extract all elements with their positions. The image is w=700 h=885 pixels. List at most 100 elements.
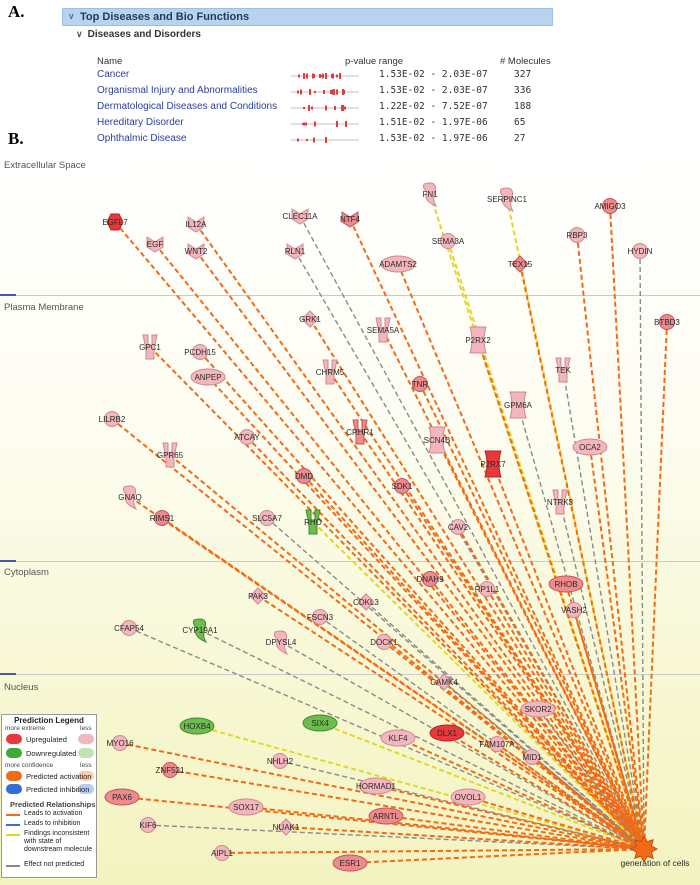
edge-hoxb4[interactable]: [196, 725, 645, 850]
molecule-node-vash2[interactable]: VASH2: [561, 602, 587, 618]
edge-gpc1[interactable]: [149, 346, 645, 850]
molecule-node-ntf4[interactable]: NTF4: [340, 211, 361, 228]
molecule-node-znf521[interactable]: ZNF521: [156, 762, 185, 778]
molecule-node-tnr[interactable]: TNR: [412, 376, 429, 392]
molecule-node-il12a[interactable]: IL12A: [186, 216, 208, 233]
molecule-node-grk1[interactable]: GRK1: [299, 310, 321, 328]
molecule-node-cav2[interactable]: CAV2: [448, 519, 469, 535]
edge-fam107a[interactable]: [496, 743, 645, 850]
edge-anpep[interactable]: [207, 376, 645, 850]
molecule-node-dnah9[interactable]: DNAH9: [416, 571, 444, 587]
target-function-node[interactable]: generation of cells: [621, 834, 690, 868]
edge-egf[interactable]: [154, 243, 645, 850]
molecule-node-rho[interactable]: RHO: [304, 509, 322, 535]
edge-sox17[interactable]: [245, 806, 645, 850]
edge-fn1[interactable]: [429, 193, 645, 850]
chevron-down-icon[interactable]: ∨: [76, 29, 83, 39]
molecule-node-hormad1[interactable]: HORMAD1: [356, 777, 397, 795]
molecule-node-dock1[interactable]: DOCK1: [370, 634, 398, 650]
molecule-node-camk4[interactable]: CAMK4: [430, 673, 458, 691]
edge-znf521[interactable]: [169, 769, 645, 850]
edge-ntrk3[interactable]: [559, 501, 645, 850]
edge-egfl7[interactable]: [114, 221, 645, 850]
disease-name-link[interactable]: Organismal Injury and Abnormalities: [97, 85, 258, 96]
molecule-node-aipl1[interactable]: AIPL1: [211, 845, 233, 861]
molecule-node-dmd[interactable]: DMD: [295, 468, 313, 484]
edge-chrm5[interactable]: [329, 371, 645, 850]
disease-name-link[interactable]: Hereditary Disorder: [97, 117, 184, 128]
edge-grk1[interactable]: [309, 318, 645, 850]
molecule-node-pcdh15[interactable]: PCDH15: [184, 344, 216, 360]
edge-pak3[interactable]: [257, 595, 645, 850]
molecule-node-gpc1[interactable]: GPC1: [139, 334, 161, 360]
molecule-node-cfap54[interactable]: CFAP54: [114, 620, 144, 636]
edge-tex15[interactable]: [519, 263, 645, 850]
molecule-node-dpysl4[interactable]: DPYSL4: [266, 630, 297, 656]
molecule-node-rln1[interactable]: RLN1: [285, 243, 306, 260]
edge-wnt2[interactable]: [195, 250, 645, 850]
edge-camk4[interactable]: [443, 681, 645, 850]
molecule-node-amigo3[interactable]: AMIGO3: [594, 198, 626, 214]
molecule-node-hoxb4[interactable]: HOXB4: [179, 717, 215, 735]
edge-pcdh15[interactable]: [199, 351, 645, 850]
edge-skor2[interactable]: [537, 708, 645, 850]
top-diseases-header[interactable]: ∨ Top Diseases and Bio Functions: [62, 8, 553, 26]
edge-sdk1[interactable]: [401, 485, 645, 850]
molecule-node-cyp19a1[interactable]: CYP19A1: [182, 618, 218, 644]
molecule-node-p2rx7[interactable]: P2RX7: [480, 450, 506, 478]
disease-name-link[interactable]: Dermatological Diseases and Conditions: [97, 101, 278, 112]
molecule-node-skor2[interactable]: SKOR2: [520, 700, 556, 718]
molecule-node-myo16[interactable]: MYO16: [106, 735, 134, 751]
molecule-node-gpr65[interactable]: GPR65: [157, 442, 184, 468]
edge-dpysl4[interactable]: [280, 641, 645, 850]
edge-cdkl3[interactable]: [365, 601, 645, 850]
molecule-node-hydin[interactable]: HYDIN: [628, 243, 653, 259]
molecule-node-clec11a[interactable]: CLEC11A: [283, 208, 319, 225]
edge-vash2[interactable]: [573, 609, 645, 850]
edge-arntl[interactable]: [385, 815, 645, 850]
edge-ovol1[interactable]: [467, 796, 645, 850]
molecule-node-adamts2[interactable]: ADAMTS2: [379, 255, 417, 273]
molecule-node-serpinc1[interactable]: SERPINC1: [487, 187, 528, 213]
edge-clec11a[interactable]: [299, 215, 645, 850]
molecule-node-btbd3[interactable]: BTBD3: [654, 314, 680, 330]
molecule-node-p2rx2[interactable]: P2RX2: [465, 326, 491, 354]
col-name-header[interactable]: Name: [97, 56, 123, 67]
edge-rp1l1[interactable]: [486, 588, 645, 850]
molecule-node-six4[interactable]: SIX4: [302, 714, 338, 732]
molecule-node-fscn3[interactable]: FSCN3: [307, 609, 334, 625]
molecule-node-rims1[interactable]: RIMS1: [150, 510, 175, 526]
molecule-node-esr1[interactable]: ESR1: [332, 854, 368, 872]
col-pvalue-header[interactable]: p-value range: [345, 56, 404, 67]
molecule-node-sema3a[interactable]: SEMA3A: [432, 233, 465, 249]
molecule-node-gpm6a[interactable]: GPM6A: [504, 391, 533, 419]
molecule-node-chrm5[interactable]: CHRM5: [316, 359, 345, 385]
molecule-node-slc5a7[interactable]: SLC5A7: [252, 510, 282, 526]
edge-adamts2[interactable]: [397, 263, 645, 850]
disease-name-link[interactable]: Cancer: [97, 69, 130, 80]
molecule-node-rhob[interactable]: RHOB: [548, 575, 584, 593]
edge-six4[interactable]: [319, 722, 645, 850]
molecule-node-anpep[interactable]: ANPEP: [190, 368, 226, 386]
molecule-node-pak3[interactable]: PAK3: [248, 587, 268, 605]
edge-myo16[interactable]: [119, 742, 645, 850]
edge-esr1[interactable]: [349, 848, 645, 864]
molecule-node-klf4[interactable]: KLF4: [380, 729, 416, 747]
edge-rims1[interactable]: [161, 517, 645, 850]
edge-tnr[interactable]: [419, 383, 645, 850]
molecule-node-egfl7[interactable]: EGFL7: [102, 213, 128, 231]
molecule-node-arntl[interactable]: ARNTL: [368, 807, 404, 825]
molecule-node-cdkl3[interactable]: CDKL3: [353, 593, 379, 611]
edge-aipl1[interactable]: [221, 848, 645, 854]
molecule-node-wnt2[interactable]: WNT2: [185, 243, 208, 260]
edge-p2rx2[interactable]: [477, 339, 645, 850]
molecule-node-lilrb2[interactable]: LILRB2: [99, 411, 126, 427]
edge-hydin[interactable]: [639, 250, 645, 850]
molecule-node-oca2[interactable]: OCA2: [572, 438, 608, 456]
edge-rho[interactable]: [312, 521, 645, 850]
molecule-node-fn1[interactable]: FN1: [422, 182, 438, 208]
edge-hormad1[interactable]: [375, 785, 645, 850]
